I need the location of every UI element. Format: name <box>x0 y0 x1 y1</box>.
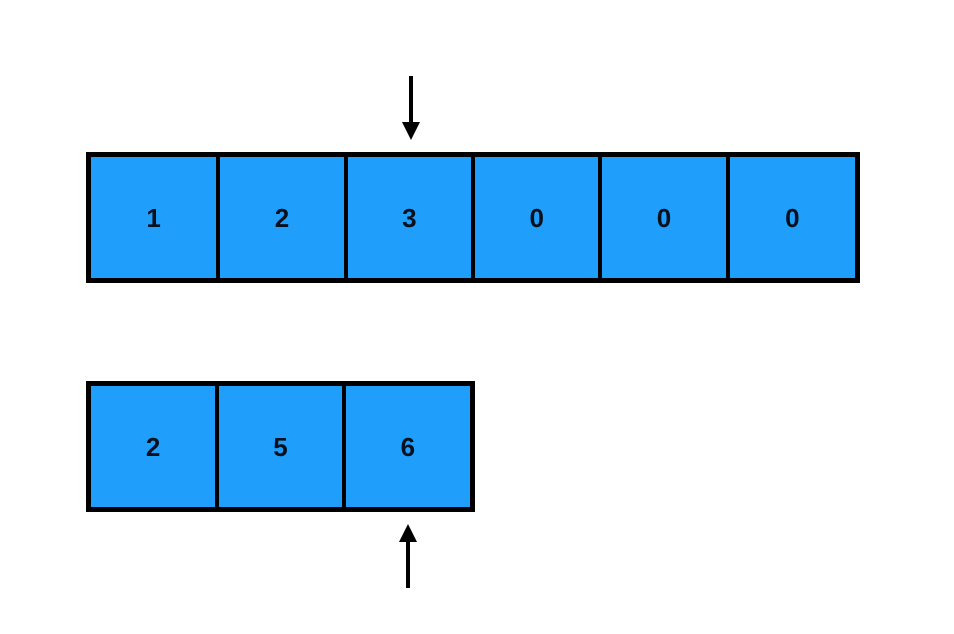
array-cell[interactable]: 6 <box>343 386 470 507</box>
array-cell-value: 1 <box>146 202 161 233</box>
down-arrow-icon <box>391 74 431 144</box>
array-cell-value: 0 <box>529 202 544 233</box>
array-cell-value: 3 <box>402 202 417 233</box>
array-cell[interactable]: 2 <box>91 386 218 507</box>
array-cell[interactable]: 0 <box>600 157 728 278</box>
array-cell[interactable]: 2 <box>218 157 346 278</box>
array-cell-value: 0 <box>785 202 800 233</box>
array-cell[interactable]: 0 <box>727 157 855 278</box>
array-cell-value: 0 <box>656 202 672 233</box>
array-cell-value: 6 <box>400 431 416 462</box>
up-arrow-icon <box>388 520 428 590</box>
top-array: 1 2 3 0 0 0 <box>86 152 860 283</box>
array-cell-value: 2 <box>274 202 290 233</box>
array-cell[interactable]: 1 <box>91 157 219 278</box>
array-cell-value: 5 <box>273 431 288 462</box>
array-cell[interactable]: 0 <box>473 157 601 278</box>
array-cell[interactable]: 5 <box>217 386 344 507</box>
bottom-array: 2 5 6 <box>86 381 475 512</box>
array-cell-value: 2 <box>145 431 161 462</box>
array-cell[interactable]: 3 <box>345 157 473 278</box>
